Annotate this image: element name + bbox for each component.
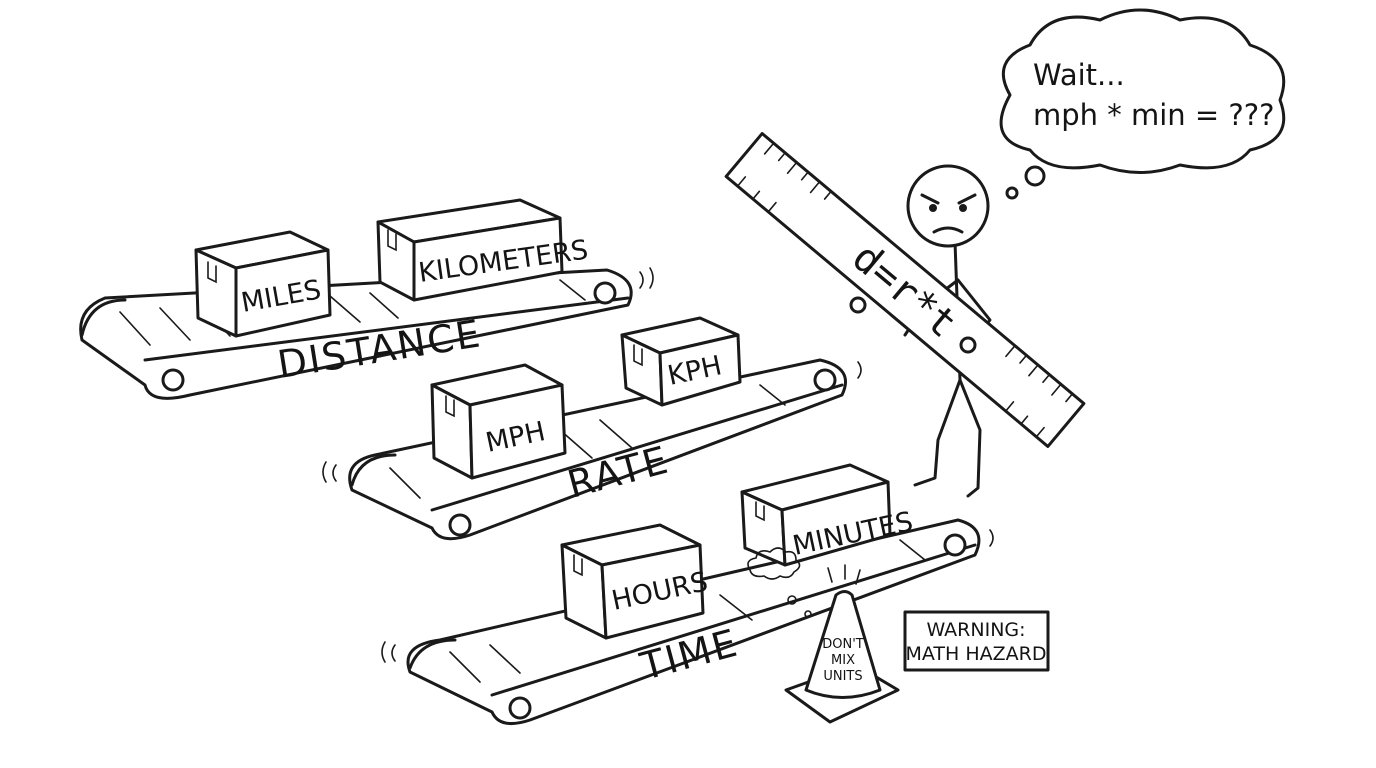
cone-text-line2: MIX [831, 653, 855, 668]
rate-conveyor: MPH KPH RATE [322, 316, 862, 541]
mph-box: MPH [430, 363, 567, 480]
warning-sign: WARNING: MATH HAZARD [903, 610, 1050, 672]
kilometers-box: KILOMETERS [376, 198, 590, 302]
warning-sign-line2: MATH HAZARD [906, 643, 1047, 665]
warning-cone: DON'T MIX UNITS [784, 564, 900, 724]
time-conveyor: HOURS MINUTES TIME [381, 463, 994, 726]
cone-text-line1: DON'T [822, 637, 864, 652]
warning-sign-line1: WARNING: [926, 619, 1025, 641]
kph-box: KPH [620, 316, 742, 407]
distance-conveyor: MILES KILOMETERS DISTANCE [79, 198, 654, 400]
thought-bubble: Wait... mph * min = ??? [999, 8, 1286, 200]
thought-line2: mph * min = ??? [1033, 98, 1275, 132]
thought-line1: Wait... [1033, 58, 1125, 92]
hours-box: HOURS [560, 523, 711, 640]
miles-box: MILES [194, 230, 332, 338]
cone-text-line3: UNITS [823, 669, 862, 684]
smoke-puff [747, 547, 801, 580]
